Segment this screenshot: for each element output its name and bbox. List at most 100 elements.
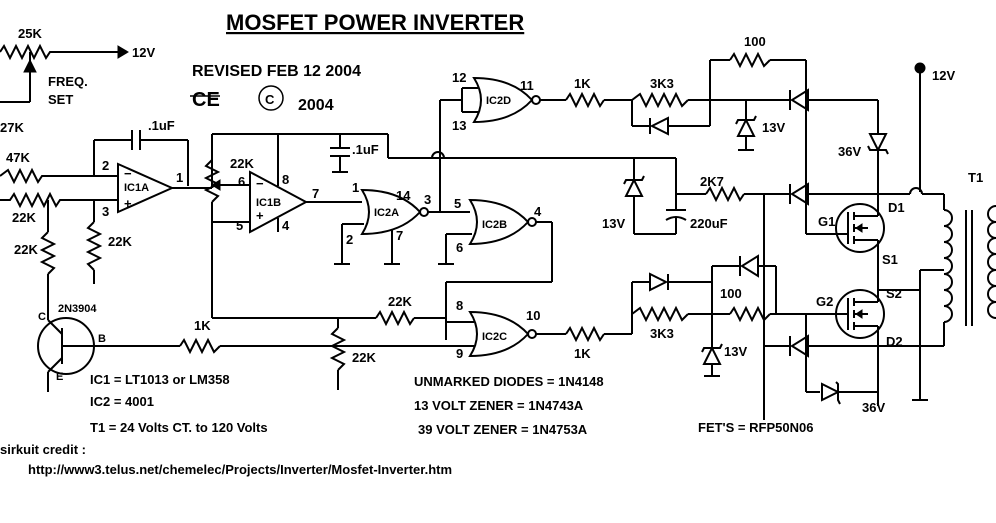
label-c-1uf-a: .1uF xyxy=(148,118,175,133)
zener-36v-bottom xyxy=(821,382,841,402)
resistor-1k-ic2c xyxy=(565,325,605,343)
resistor-3k3-bottom xyxy=(631,305,689,323)
label-100-a: 100 xyxy=(744,34,766,49)
label-2n3904: 2N3904 xyxy=(58,303,97,315)
note-zener39: 39 VOLT ZENER = 1N4753A xyxy=(418,422,588,437)
resistor-22k-pin3 xyxy=(85,221,103,271)
label-36v-a: 36V xyxy=(838,144,861,159)
pin-11-ic2d: 11 xyxy=(520,78,534,93)
diode-top-bypass xyxy=(649,116,669,136)
zener-13v-bottom xyxy=(702,345,722,365)
label-36v-b: 36V xyxy=(862,400,885,415)
svg-text:CE: CE xyxy=(192,89,220,111)
label-g2: G2 xyxy=(816,294,833,309)
label-2k7: 2K7 xyxy=(700,174,724,189)
label-s2: S2 xyxy=(886,286,902,301)
label-3k3-a: 3K3 xyxy=(650,76,674,91)
label-emitter: E xyxy=(56,371,63,383)
nor-gate-ic2b: IC2B xyxy=(468,198,537,246)
svg-text:IC2C: IC2C xyxy=(482,331,507,343)
label-13v-c: 13V xyxy=(724,344,747,359)
pin-2-ic1a: 2 xyxy=(102,158,109,173)
pin-1-ic2a: 1 xyxy=(352,180,359,195)
label-100-b: 100 xyxy=(720,286,742,301)
label-1k-b: 1K xyxy=(574,76,591,91)
ce-mark: CE xyxy=(190,89,220,111)
label-d1: D1 xyxy=(888,200,905,215)
note-diodes: UNMARKED DIODES = 1N4148 xyxy=(414,374,604,389)
transistor-2n3904 xyxy=(37,317,95,375)
pin-9-ic2c: 9 xyxy=(456,346,463,361)
resistor-47k xyxy=(0,167,100,185)
svg-text:C: C xyxy=(265,92,275,107)
mosfet-q1 xyxy=(835,203,885,253)
pin-8-ic1b: 8 xyxy=(282,172,289,187)
resistor-1k-base xyxy=(179,337,221,355)
pin-3-ic1a: 3 xyxy=(102,204,109,219)
resistor-22k-input xyxy=(0,191,118,209)
label-13v-b: 13V xyxy=(602,216,625,231)
svg-text:IC1B: IC1B xyxy=(256,197,281,209)
label-t1: T1 xyxy=(968,170,983,185)
pin-3-ic2a: 3 xyxy=(424,192,431,207)
pot-22k-ic1b xyxy=(203,159,221,203)
label-collector: C xyxy=(38,311,46,323)
freq-label: FREQ. xyxy=(48,74,88,89)
pin-5-ic1b: 5 xyxy=(236,218,243,233)
pin-10-ic2c: 10 xyxy=(526,308,540,323)
label-25k: 25K xyxy=(18,26,42,41)
svg-text:IC2B: IC2B xyxy=(482,219,507,231)
resistor-22k-collector xyxy=(39,231,57,275)
pin-13-ic2d: 13 xyxy=(452,118,466,133)
label-12v-top: 12V xyxy=(932,68,955,83)
opamp-ic1b: IC1B − + xyxy=(249,170,309,234)
zener-36v-top xyxy=(868,133,888,153)
svg-text:−: − xyxy=(124,166,132,181)
svg-text:+: + xyxy=(256,208,264,223)
arrow-12v xyxy=(117,45,129,59)
set-label: SET xyxy=(48,92,73,107)
label-s1: S1 xyxy=(882,252,898,267)
label-13v-a: 13V xyxy=(762,120,785,135)
resistor-3k3-top xyxy=(631,91,689,109)
label-12v-left: 12V xyxy=(132,45,155,60)
pin-6-ic1b: 6 xyxy=(238,174,245,189)
pin-7-ic2a: 7 xyxy=(396,228,403,243)
copyright-year: 2004 xyxy=(298,97,334,114)
note-zener13: 13 VOLT ZENER = 1N4743A xyxy=(414,398,584,413)
resistor-1k-ic2d xyxy=(565,91,605,109)
note-fets: FET'S = RFP50N06 xyxy=(698,420,813,435)
resistor-22k-feedback xyxy=(375,309,415,327)
nor-gate-ic2a: IC2A xyxy=(360,188,429,236)
label-1k-c: 1K xyxy=(574,346,591,361)
note-ic1: IC1 = LT1013 or LM358 xyxy=(90,372,230,387)
label-220uf: 220uF xyxy=(690,216,728,231)
diode-bottom-bypass xyxy=(649,272,669,292)
pin-5-ic2b: 5 xyxy=(454,196,461,211)
label-c-1uf-b: .1uF xyxy=(352,142,379,157)
label-1k-a: 1K xyxy=(194,318,211,333)
pin-2-ic2a: 2 xyxy=(346,232,353,247)
pin-7-ic1b: 7 xyxy=(312,186,319,201)
svg-text:IC2A: IC2A xyxy=(374,207,399,219)
label-22k-d: 22K xyxy=(230,156,254,171)
pin-1-ic1a: 1 xyxy=(176,170,183,185)
svg-text:IC2D: IC2D xyxy=(486,95,511,107)
svg-text:−: − xyxy=(256,176,264,191)
pin-12-ic2d: 12 xyxy=(452,70,466,85)
svg-text:+: + xyxy=(124,196,132,211)
pot-22k-bottom xyxy=(329,327,347,371)
diode-bottom-upper xyxy=(740,254,759,278)
pin-4-ic2b: 4 xyxy=(534,204,542,219)
page-title: MOSFET POWER INVERTER xyxy=(226,10,524,35)
copyright-mark: C xyxy=(258,85,284,111)
zener-13v-top xyxy=(736,117,756,137)
credit-url: http://www3.telus.net/chemelec/Projects/… xyxy=(28,462,452,477)
svg-text:IC1A: IC1A xyxy=(124,182,149,194)
transformer-t1 xyxy=(920,194,996,346)
pin-8-ic2c: 8 xyxy=(456,298,463,313)
zener-13v-supply xyxy=(624,177,644,197)
opamp-ic1a: IC1A − + xyxy=(117,162,175,214)
